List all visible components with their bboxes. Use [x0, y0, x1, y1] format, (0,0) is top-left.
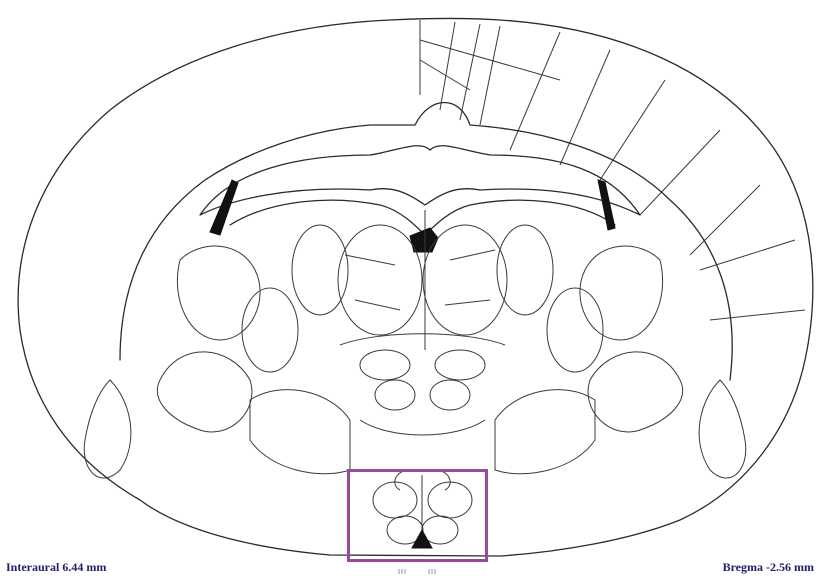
interaural-label: Interaural 6.44 mm [6, 560, 106, 575]
left-ventricle-mark [210, 180, 238, 235]
right-ventricle-mark [598, 180, 615, 230]
lateral-structures [84, 246, 746, 478]
cortex-divisions [420, 20, 805, 320]
hippocampal-band-outer [200, 146, 640, 215]
scale-mark-left: ǁǁǁ [398, 568, 407, 576]
scale-mark-right: ǁǁǁ [428, 568, 437, 576]
bregma-label: Bregma -2.56 mm [723, 560, 814, 575]
hippocampal-band-inner [230, 200, 615, 235]
region-of-interest-box [347, 469, 488, 562]
midbrain-structures [340, 334, 505, 435]
